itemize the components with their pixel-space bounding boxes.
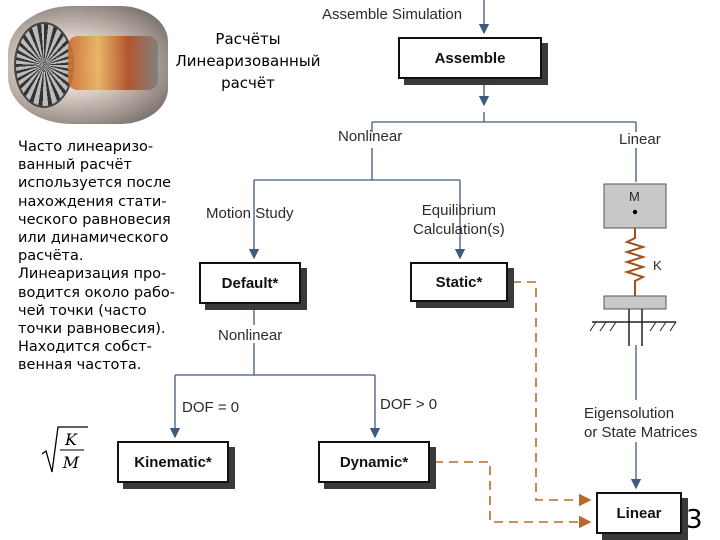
engine-fan xyxy=(14,22,74,108)
kinematic-box[interactable]: Kinematic* xyxy=(117,441,229,483)
body-line: ческого равновесия xyxy=(18,211,171,228)
equilibrium-line: Calculation(s) xyxy=(413,221,505,238)
assemble-box[interactable]: Assemble xyxy=(398,37,542,79)
nonlinear-label: Nonlinear xyxy=(338,128,403,145)
title-line: Расчёты xyxy=(215,30,281,48)
equilibrium-label: Equilibrium Calculation(s) xyxy=(413,201,505,239)
linear-box[interactable]: Linear xyxy=(596,492,682,534)
nonlinear-sub-label: Nonlinear xyxy=(218,327,283,344)
body-line: расчёта. xyxy=(18,248,84,265)
equilibrium-line: Equilibrium xyxy=(421,202,496,219)
body-line: нахождения стати- xyxy=(18,193,167,210)
spring-label: K xyxy=(653,258,662,273)
body-line: водится около рабо- xyxy=(18,284,176,301)
assemble-simulation-label: Assemble Simulation xyxy=(322,6,463,23)
page-number: 3 xyxy=(686,505,703,535)
engine-core xyxy=(68,36,158,90)
formula-denominator: M xyxy=(62,453,80,472)
eigen-line: or State Matrices xyxy=(584,424,698,441)
static-box[interactable]: Static* xyxy=(410,262,508,302)
body-line: используется после xyxy=(18,175,172,192)
dynamic-box[interactable]: Dynamic* xyxy=(318,441,430,483)
mass-label: M xyxy=(629,189,640,204)
sqrt-formula: K M xyxy=(41,426,88,473)
title-line: Линеаризованный xyxy=(175,52,321,70)
body-line: венная частота. xyxy=(18,357,142,374)
turbine-engine-image xyxy=(8,6,168,124)
slide-title: Расчёты Линеаризованный расчёт xyxy=(168,28,328,94)
body-line: ванный расчёт xyxy=(18,157,132,174)
motion-study-label: Motion Study xyxy=(206,205,294,222)
dof-positive-label: DOF > 0 xyxy=(380,396,438,413)
linear-label: Linear xyxy=(619,131,661,148)
title-line: расчёт xyxy=(221,74,275,92)
dof-zero-label: DOF = 0 xyxy=(182,399,240,416)
mass-spring-icon xyxy=(589,183,677,346)
body-line: Находится собст- xyxy=(18,339,152,356)
body-line: чей точки (часто xyxy=(18,302,147,319)
formula-numerator: K xyxy=(64,430,78,449)
eigen-line: Eigensolution xyxy=(584,405,675,422)
body-line: или динамического xyxy=(18,230,169,247)
body-line: точки равновесия). xyxy=(18,321,166,338)
slide-body-text: Часто линеаризо- ванный расчёт используе… xyxy=(18,138,203,375)
default-box[interactable]: Default* xyxy=(199,262,301,304)
eigensolution-label: Eigensolution or State Matrices xyxy=(584,404,697,442)
body-line: Часто линеаризо- xyxy=(18,139,154,155)
body-line: Линеаризация про- xyxy=(18,266,167,283)
